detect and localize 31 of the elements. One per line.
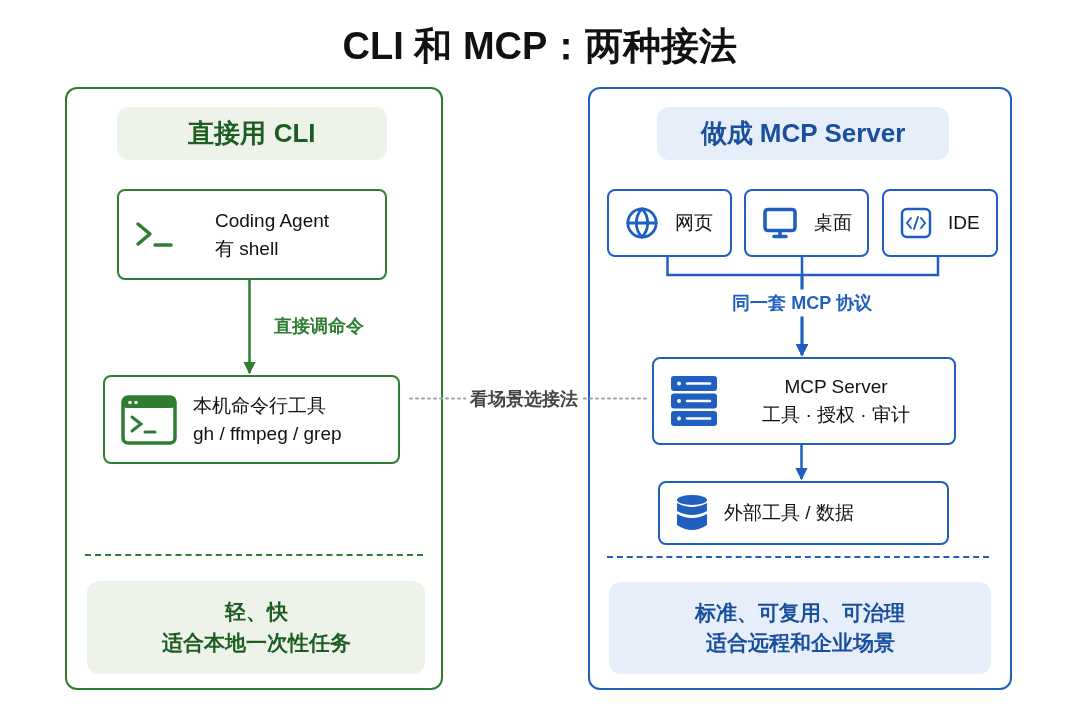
process-box	[607, 189, 732, 257]
node-subtitle: 工具 · 授权 · 审计	[762, 403, 910, 427]
process-box	[744, 189, 869, 257]
node-subtitle: 适合远程和企业场景	[705, 630, 895, 656]
node-subtitle: 适合本地一次性任务	[161, 629, 351, 656]
arrow	[795, 255, 940, 357]
process-box	[117, 189, 387, 280]
process-box	[882, 189, 998, 257]
node-title: 本机命令行工具	[193, 393, 327, 418]
node-title: IDE	[948, 211, 980, 235]
node-subtitle: 有 shell	[215, 236, 280, 261]
node-title: MCP Server	[784, 375, 888, 399]
node-title: 桌面	[814, 211, 852, 235]
node-title: 标准、可复用、可治理	[695, 599, 905, 626]
arrow	[795, 443, 808, 481]
process-box	[103, 375, 400, 464]
node-title: 做成 MCP Server	[700, 117, 906, 150]
process-box	[658, 481, 949, 545]
heading-pill	[657, 107, 949, 160]
node-title: 网页	[675, 211, 713, 235]
node-title: 直接用 CLI	[188, 117, 316, 150]
panel-frame	[588, 87, 1012, 690]
node-subtitle: gh / ffmpeg / grep	[193, 421, 342, 446]
arrow	[243, 278, 256, 375]
panel-frame	[65, 87, 443, 690]
node-title: Coding Agent	[215, 208, 330, 233]
summary-box	[609, 582, 991, 674]
node-title: 轻、快	[224, 599, 288, 626]
process-box	[652, 357, 956, 445]
node-title: 外部工具 / 数据	[724, 501, 854, 525]
diagram-title: CLI 和 MCP：两种接法	[341, 24, 739, 69]
